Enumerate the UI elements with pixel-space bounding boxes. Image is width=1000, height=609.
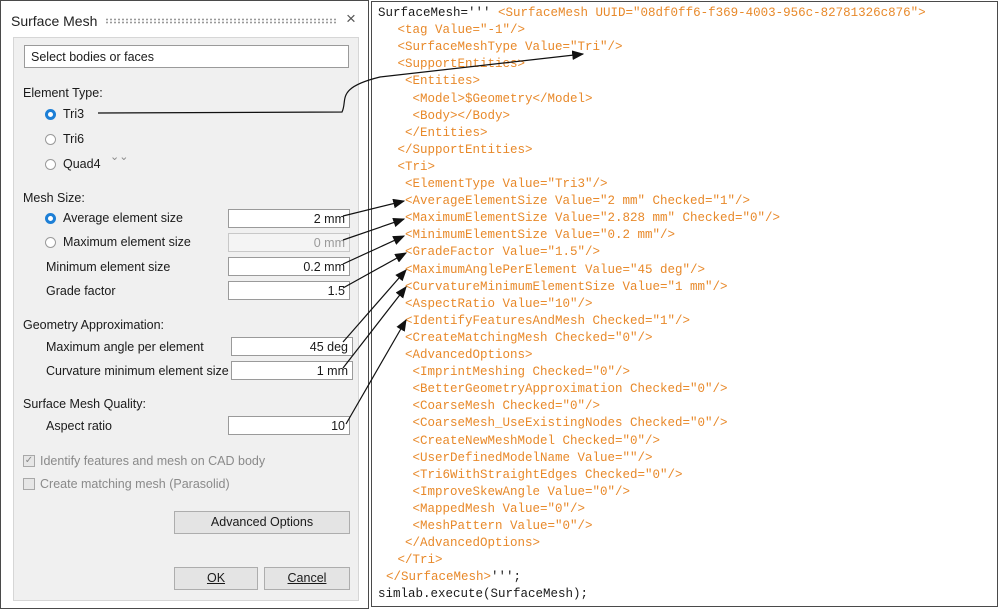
arrow-average-size <box>342 198 406 217</box>
code-line: </SurfaceMesh>'''; <box>386 570 522 585</box>
code-line: <IdentifyFeaturesAndMesh Checked="1"/> <box>390 313 691 328</box>
arrow-curvature-min <box>342 286 407 369</box>
code-line: <ImprintMeshing Checked="0"/> <box>390 365 631 380</box>
code-editor-panel: SurfaceMesh=''' <SurfaceMesh UUID="08df0… <box>371 1 998 607</box>
dialog-panel: Select bodies or faces Element Type: Tri… <box>13 37 359 601</box>
close-icon[interactable]: × <box>346 9 356 28</box>
radio-average-size[interactable] <box>45 213 56 224</box>
code-line: <CreateNewMeshModel Checked="0"/> <box>390 433 661 448</box>
radio-quad4-label[interactable]: Quad4 <box>63 157 101 171</box>
code-line: <MaximumElementSize Value="2.828 mm" Che… <box>390 211 781 226</box>
radio-tri3-label[interactable]: Tri3 <box>63 107 85 121</box>
code-line: <MaximumAnglePerElement Value="45 deg"/> <box>390 262 706 277</box>
code-line: <ElementType Value="Tri3"/> <box>390 177 608 191</box>
average-size-input[interactable]: 2 mm <box>228 209 350 228</box>
maximum-size-input[interactable]: 0 mm <box>228 233 350 252</box>
code-line: <SupportEntities> <box>390 57 526 72</box>
code-line: <Body></Body> <box>390 108 511 123</box>
code-line: <UserDefinedModelName Value=""/> <box>390 450 653 465</box>
code-line: <SurfaceMeshType Value="Tri"/> <box>390 40 623 55</box>
max-angle-label: Maximum angle per element <box>46 340 204 354</box>
mesh-size-header: Mesh Size: <box>23 191 85 205</box>
maximum-size-label[interactable]: Maximum element size <box>63 235 191 249</box>
code-line: <CurvatureMinimumElementSize Value="1 mm… <box>390 279 728 294</box>
code-line: </Tri> <box>390 553 443 568</box>
radio-tri3[interactable] <box>45 109 56 120</box>
dialog-title: Surface Mesh <box>11 13 98 29</box>
average-size-label[interactable]: Average element size <box>63 211 183 225</box>
code-line: <MeshPattern Value="0"/> <box>390 519 593 533</box>
arrow-tri3 <box>97 50 585 114</box>
geometry-approximation-header: Geometry Approximation: <box>23 318 165 332</box>
code-line: <Entities> <box>390 74 481 89</box>
code-line: </SupportEntities> <box>390 142 533 157</box>
code-line: </AdvancedOptions> <box>390 536 541 551</box>
code-line: <MappedMesh Value="0"/> <box>390 501 586 516</box>
minimum-size-label: Minimum element size <box>46 260 171 274</box>
code-line: <Tri> <box>390 159 436 174</box>
aspect-ratio-label: Aspect ratio <box>46 419 113 433</box>
curvature-min-input[interactable]: 1 mm <box>231 361 353 380</box>
code-line: simlab.execute(SurfaceMesh); <box>378 587 589 602</box>
code-line: <BetterGeometryApproximation Checked="0"… <box>390 382 728 397</box>
code-line: <GradeFactor Value="1.5"/> <box>390 245 601 260</box>
matching-mesh-label[interactable]: Create matching mesh (Parasolid) <box>40 477 230 491</box>
arrow-minimum-size <box>342 235 406 265</box>
ok-button[interactable]: OK <box>174 567 258 590</box>
code-line: <MinimumElementSize Value="0.2 mm"/> <box>390 228 676 243</box>
radio-tri6[interactable] <box>45 134 56 145</box>
matching-mesh-checkbox[interactable] <box>23 478 35 490</box>
max-angle-input[interactable]: 45 deg <box>231 337 353 356</box>
code-line: <CoarseMesh_UseExistingNodes Checked="0"… <box>390 416 728 431</box>
code-line: <tag Value="-1"/> <box>390 23 526 38</box>
select-bodies-input[interactable]: Select bodies or faces <box>24 45 349 68</box>
code-line: <Tri6WithStraightEdges Checked="0"/> <box>390 467 683 482</box>
code-line: <CoarseMesh Checked="0"/> <box>390 399 601 414</box>
radio-quad4[interactable] <box>45 159 56 170</box>
cancel-button[interactable]: Cancel <box>264 567 350 590</box>
code-line: <AverageElementSize Value="2 mm" Checked… <box>390 194 751 209</box>
minimum-size-input[interactable]: 0.2 mm <box>228 257 350 276</box>
code-line: <AdvancedOptions> <box>390 348 533 362</box>
grade-factor-input[interactable]: 1.5 <box>228 281 350 300</box>
code-line: <Model>$Geometry</Model> <box>390 91 593 106</box>
element-type-header: Element Type: <box>23 86 103 100</box>
arrow-max-angle <box>342 269 407 343</box>
identify-features-checkbox[interactable]: ✓ <box>23 455 35 467</box>
code-line: <ImproveSkewAngle Value="0"/> <box>390 484 631 499</box>
arrow-aspect-ratio <box>345 318 407 425</box>
aspect-ratio-input[interactable]: 10 <box>228 416 350 435</box>
code-line: </Entities> <box>390 125 488 140</box>
radio-tri6-label[interactable]: Tri6 <box>63 132 85 146</box>
expand-chevron-icon[interactable]: ⌄⌄ <box>110 151 129 163</box>
surface-mesh-quality-header: Surface Mesh Quality: <box>23 397 146 411</box>
code-line: SurfaceMesh=''' <SurfaceMesh UUID="08df0… <box>378 6 926 20</box>
title-drag-handle[interactable] <box>105 18 337 24</box>
arrow-maximum-size <box>342 217 406 241</box>
curvature-min-label: Curvature minimum element size <box>46 364 229 378</box>
advanced-options-button[interactable]: Advanced Options <box>174 511 350 534</box>
grade-factor-label: Grade factor <box>46 284 116 298</box>
radio-maximum-size[interactable] <box>45 237 56 248</box>
arrow-grade-factor <box>342 252 408 289</box>
code-line: <AspectRatio Value="10"/> <box>390 296 593 311</box>
code-line: <CreateMatchingMesh Checked="0"/> <box>390 330 653 345</box>
identify-features-label[interactable]: Identify features and mesh on CAD body <box>40 454 266 468</box>
surface-mesh-dialog: Surface Mesh × Select bodies or faces El… <box>0 0 369 609</box>
